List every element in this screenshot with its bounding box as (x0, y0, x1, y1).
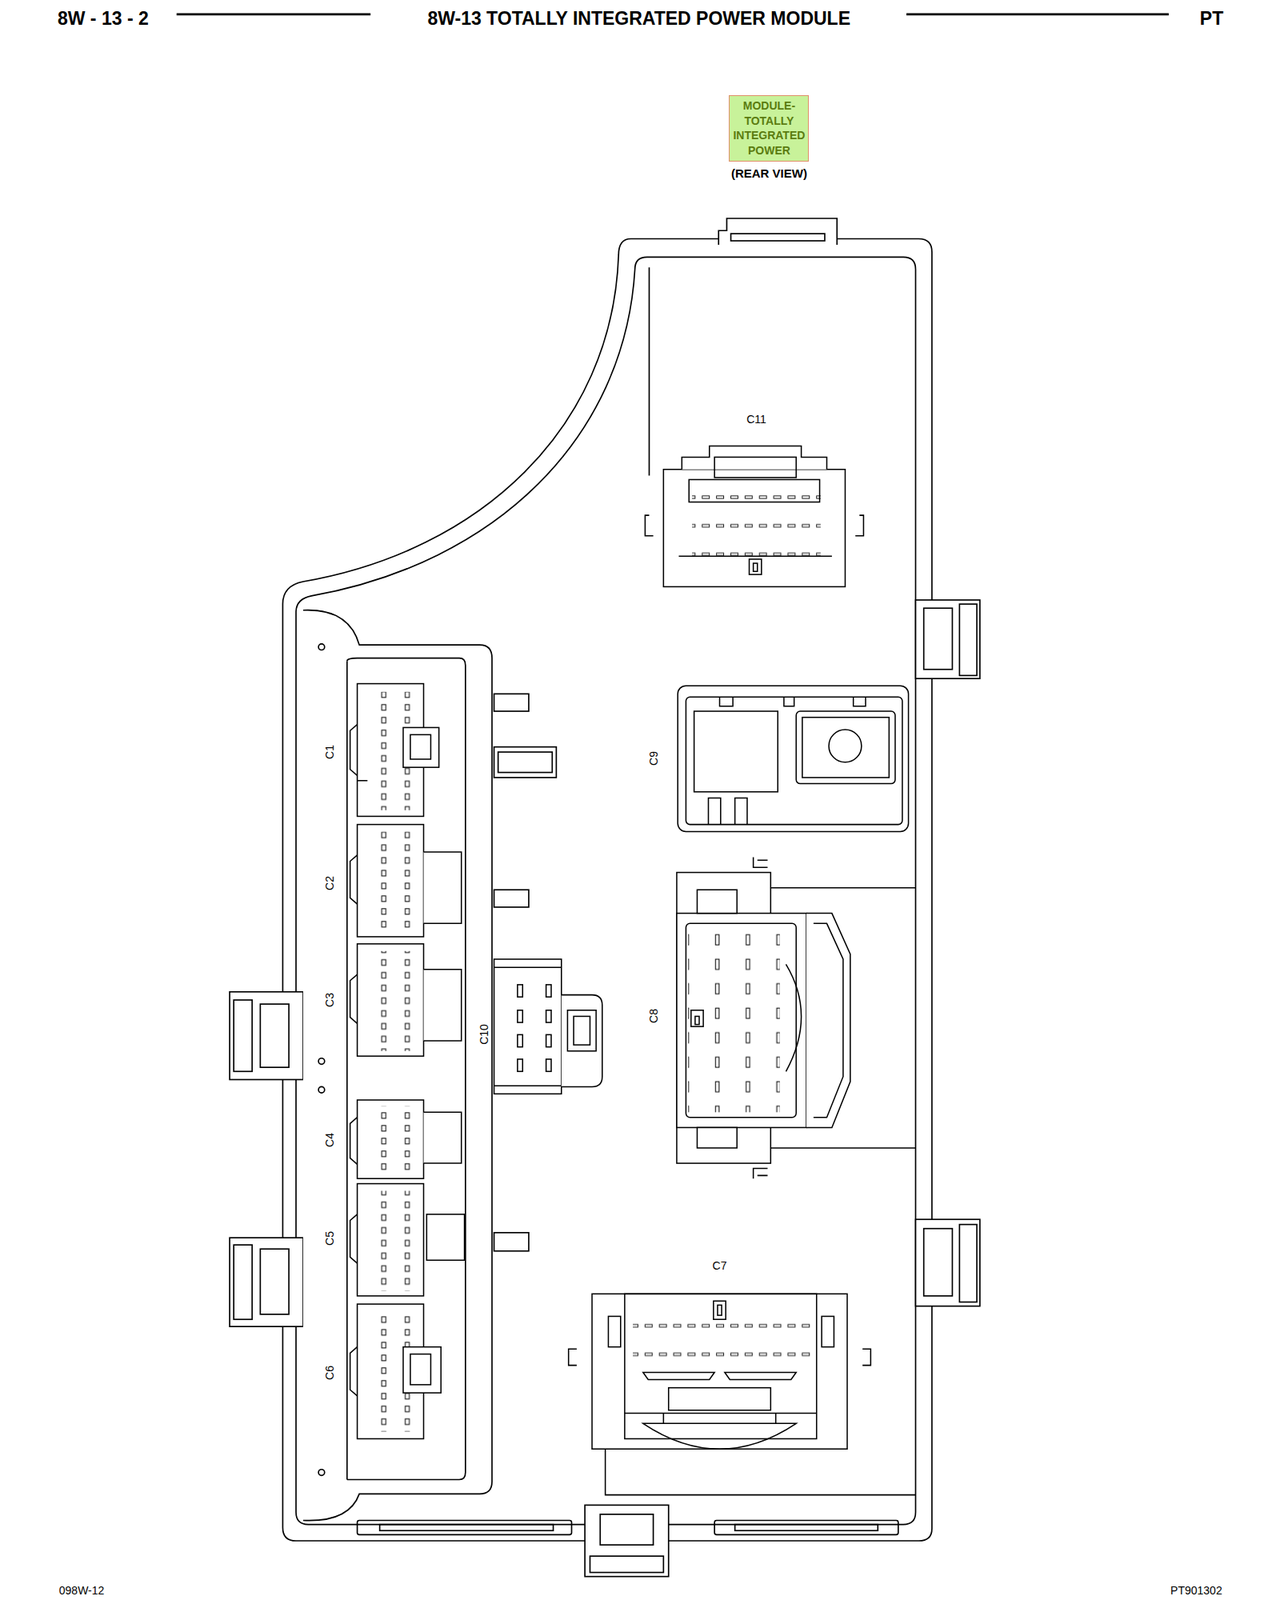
module-box-fill: MODULE- TOTALLY INTEGRATED POWER (728, 95, 809, 163)
connector-label: C7 (712, 1260, 728, 1272)
page-title: 8W-13 TOTALLY INTEGRATED POWER MODULE (427, 8, 851, 28)
connector-label: C3 (324, 992, 336, 1008)
connector-label: C5 (324, 1231, 336, 1246)
connector-strip (303, 610, 556, 1521)
connector-c6 (350, 1304, 442, 1439)
footer-code: 098W-12 (59, 1584, 105, 1596)
connector-c11 (644, 445, 864, 587)
connector-label: C11 (746, 413, 767, 425)
connector-c1 (350, 684, 440, 817)
connector-label: C9 (648, 751, 660, 766)
connector-c8 (676, 856, 916, 1179)
section-code: PT (1200, 8, 1224, 28)
module-name-box: MODULE- TOTALLY INTEGRATED POWER (REAR VI… (728, 95, 809, 181)
connector-c5 (350, 1184, 465, 1296)
page-number: 8W - 13 - 2 (57, 8, 149, 28)
connector-c3 (350, 944, 462, 1056)
connector-label: C4 (324, 1132, 336, 1148)
connector-label: C6 (324, 1365, 336, 1380)
figure-number: PT901302 (1170, 1584, 1223, 1596)
connector-c10 (494, 959, 603, 1094)
connector-c7 (568, 1293, 916, 1495)
module-name: MODULE- TOTALLY INTEGRATED POWER (731, 98, 807, 160)
connector-c2 (350, 824, 462, 937)
connector-label: C8 (648, 1008, 660, 1024)
connector-label: C2 (324, 876, 336, 891)
view-note: (REAR VIEW) (731, 166, 808, 180)
mounting-tabs (229, 218, 980, 1577)
connector-label: C1 (324, 744, 336, 760)
housing-outline (282, 238, 932, 1541)
connector-label: C10 (478, 1024, 490, 1045)
connector-c9 (677, 685, 908, 832)
connector-c4 (350, 1100, 462, 1179)
